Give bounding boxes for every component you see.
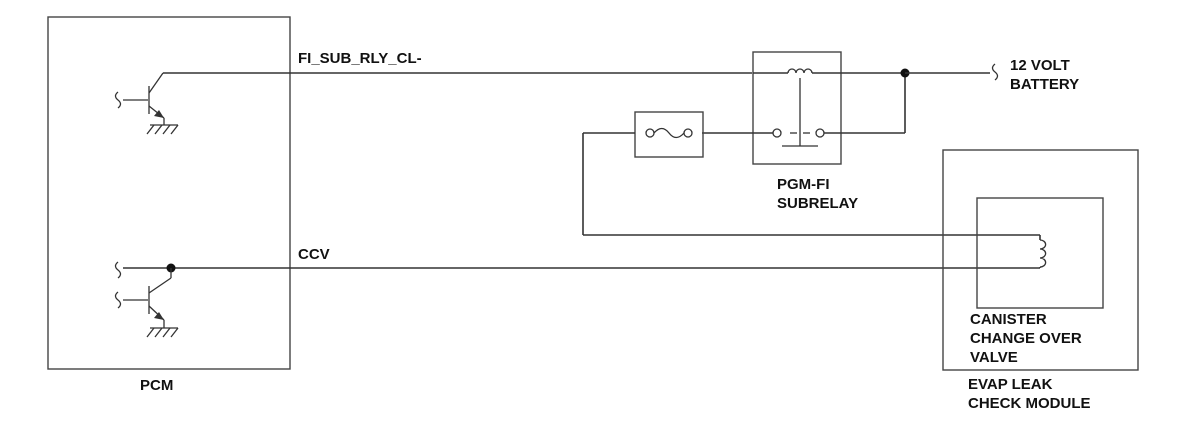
module-box xyxy=(942,149,1139,371)
ground-icon xyxy=(146,327,179,338)
module-label-line1: EVAP LEAK xyxy=(968,376,1053,393)
valve-label-line3: VALVE xyxy=(970,349,1018,366)
valve-box xyxy=(976,197,1104,309)
ground-icon xyxy=(146,124,179,135)
valve-label-line2: CHANGE OVER xyxy=(970,330,1082,347)
relay-contact-icon xyxy=(815,128,825,138)
signal-label-fi-sub: FI_SUB_RLY_CL- xyxy=(298,50,422,67)
relay-coil-icon xyxy=(787,68,813,74)
pgm-fi-subrelay: PGM-FI SUBRELAY xyxy=(702,51,906,212)
pcm-label: PCM xyxy=(140,377,173,394)
canister-change-over-valve: CANISTER CHANGE OVER VALVE xyxy=(970,197,1104,366)
battery-terminal-icon xyxy=(991,63,999,81)
pcm-module: PCM xyxy=(47,16,291,394)
valve-coil-icon xyxy=(1039,239,1047,268)
module-label-line2: CHECK MODULE xyxy=(968,395,1091,412)
transistor-icon xyxy=(114,268,172,328)
relay-label-line1: PGM-FI xyxy=(777,176,830,193)
relay-label-line2: SUBRELAY xyxy=(777,195,858,212)
valve-label-line1: CANISTER xyxy=(970,311,1047,328)
fuse-icon xyxy=(583,111,704,158)
transistor-icon xyxy=(114,72,752,125)
pcm-box xyxy=(47,16,291,370)
evap-leak-check-module: EVAP LEAK CHECK MODULE xyxy=(942,149,1139,412)
relay-contact-icon xyxy=(772,128,782,138)
battery-label-line1: 12 VOLT xyxy=(1010,57,1070,74)
relay-box xyxy=(752,51,842,165)
input-terminal-icon xyxy=(114,261,1040,279)
signal-label-ccv: CCV xyxy=(298,246,330,263)
battery-label-line2: BATTERY xyxy=(1010,76,1079,93)
